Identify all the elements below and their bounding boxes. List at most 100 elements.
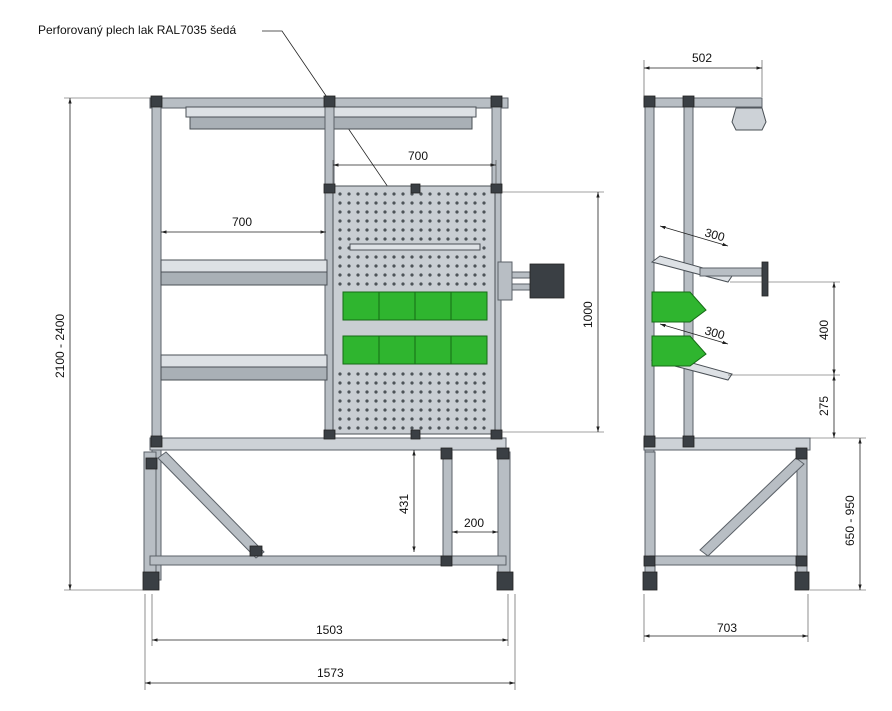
perforation-hole	[383, 372, 387, 376]
perforation-hole	[455, 228, 459, 232]
perforation-hole	[401, 408, 405, 412]
side-diagonal-brace	[699, 457, 805, 557]
front-shelf-lower	[160, 354, 328, 368]
perforation-hole	[374, 228, 378, 232]
monitor-arm	[511, 271, 531, 279]
perforation-hole	[374, 426, 378, 430]
perforation-hole	[428, 192, 432, 196]
perforation-hole	[473, 408, 477, 412]
joint	[795, 555, 808, 567]
perforation-hole	[419, 255, 423, 259]
bin	[378, 291, 416, 321]
bin	[450, 291, 488, 321]
perforation-hole	[383, 255, 387, 259]
perforation-hole	[437, 417, 441, 421]
perforation-hole	[374, 192, 378, 196]
perforation-hole	[428, 228, 432, 232]
perforation-hole	[437, 390, 441, 394]
perforation-hole	[410, 264, 414, 268]
perforation-hole	[347, 381, 351, 385]
perforation-hole	[356, 210, 360, 214]
perforation-hole	[338, 228, 342, 232]
perforation-hole	[455, 264, 459, 268]
perforation-hole	[410, 237, 414, 241]
perforation-hole	[374, 417, 378, 421]
perforation-hole	[473, 210, 477, 214]
perforation-hole	[419, 210, 423, 214]
perforation-hole	[428, 417, 432, 421]
perforation-hole	[410, 273, 414, 277]
perforation-hole	[374, 390, 378, 394]
perforation-hole	[356, 390, 360, 394]
perforation-hole	[338, 192, 342, 196]
perforation-hole	[446, 210, 450, 214]
perforation-hole	[347, 399, 351, 403]
perforation-hole	[410, 399, 414, 403]
side-monitor	[761, 261, 769, 297]
bin	[342, 335, 380, 365]
perforation-hole	[464, 192, 468, 196]
front-shelf-upper-lip	[160, 271, 328, 286]
perforation-hole	[446, 399, 450, 403]
perforation-hole	[464, 381, 468, 385]
perforation-hole	[464, 219, 468, 223]
perforation-hole	[347, 417, 351, 421]
perforation-hole	[446, 264, 450, 268]
perforation-hole	[401, 210, 405, 214]
perforation-hole	[446, 381, 450, 385]
perforation-hole	[428, 390, 432, 394]
perforation-hole	[455, 399, 459, 403]
dim-bin-depth-upper: 300	[703, 225, 726, 244]
perforation-hole	[428, 381, 432, 385]
joint	[323, 95, 336, 108]
dim-top-width: 700	[408, 149, 428, 163]
perforation-hole	[356, 381, 360, 385]
perforation-hole	[437, 282, 441, 286]
monitor-mount-plate	[529, 263, 565, 299]
perforation-hole	[383, 237, 387, 241]
dim-panel-height: 1000	[581, 301, 595, 328]
perforation-hole	[365, 210, 369, 214]
perforation-hole	[428, 255, 432, 259]
perforation-hole	[446, 282, 450, 286]
perforation-hole	[338, 390, 342, 394]
perforation-hole	[437, 255, 441, 259]
perforation-hole	[428, 264, 432, 268]
perforation-hole	[482, 219, 486, 223]
perforation-hole	[338, 237, 342, 241]
perforation-hole	[383, 228, 387, 232]
dim-shelf-width: 700	[232, 215, 252, 229]
perforation-hole	[356, 282, 360, 286]
perforation-hole	[419, 219, 423, 223]
perforation-hole	[356, 399, 360, 403]
perforation-hole	[338, 264, 342, 268]
perforation-hole	[464, 390, 468, 394]
perforation-hole	[419, 399, 423, 403]
perforation-hole	[410, 255, 414, 259]
perforation-hole	[464, 255, 468, 259]
perforation-hole	[338, 201, 342, 205]
perforation-hole	[446, 228, 450, 232]
perforation-hole	[482, 246, 486, 250]
perforation-hole	[356, 219, 360, 223]
perforation-hole	[374, 282, 378, 286]
perforation-hole	[446, 417, 450, 421]
perforation-hole	[383, 399, 387, 403]
front-foot-right	[496, 571, 514, 591]
perforation-hole	[428, 372, 432, 376]
joint	[410, 429, 421, 440]
perforation-hole	[338, 399, 342, 403]
perforation-hole	[428, 219, 432, 223]
perforation-holes	[338, 192, 486, 430]
perforation-hole	[437, 201, 441, 205]
perforation-hole	[347, 282, 351, 286]
perforation-hole	[410, 426, 414, 430]
bin	[378, 335, 416, 365]
perforation-hole	[410, 228, 414, 232]
perforation-hole	[374, 264, 378, 268]
perforation-hole	[419, 408, 423, 412]
perforation-hole	[374, 408, 378, 412]
perforation-hole	[410, 219, 414, 223]
perforation-hole	[473, 399, 477, 403]
